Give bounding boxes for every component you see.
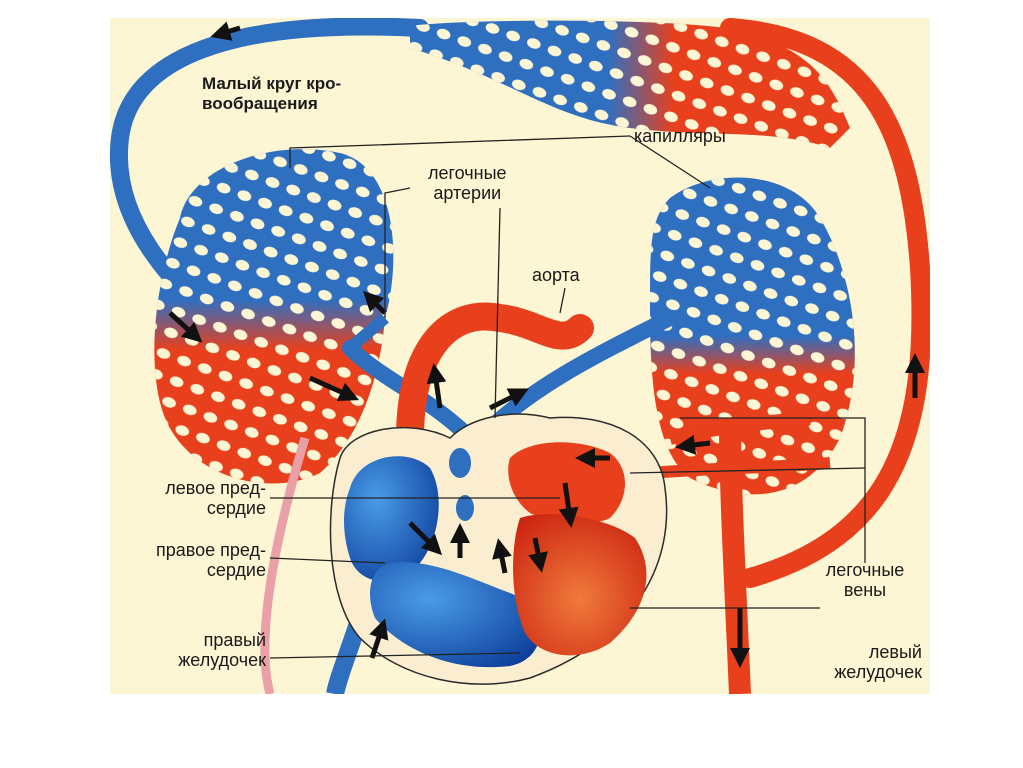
diagram-title: Малый круг кро- вообращения [202,74,342,113]
label-right-ventricle: правый желудочек [178,630,266,670]
label-pulmonary-veins: легочные вены [825,560,905,600]
label-pulmonary-arteries: легочные артерии [428,163,507,203]
label-right-atrium: правое пред- сердие [155,540,266,580]
leader-lines [269,135,866,659]
right-ventricle [370,562,540,668]
right-atrium [344,456,439,582]
label-left-atrium: левое пред- сердие [165,478,266,518]
pulmonary-valve [445,444,475,482]
pulmonary-vein-upper [668,411,811,445]
aorta-loop [720,18,930,588]
pulmonary-vein-lower [649,457,831,479]
label-aorta: аорта [532,265,580,285]
aortic-arch [396,302,594,452]
circulation-diagram: Малый круг кро- вообращения капилляры ле… [110,18,930,694]
circulation-illustration [110,18,930,694]
left-ventricle [513,514,647,656]
label-capillaries: капилляры [634,126,726,146]
pink-vessel [260,436,310,694]
label-left-ventricle: левый желудочек [834,642,922,682]
